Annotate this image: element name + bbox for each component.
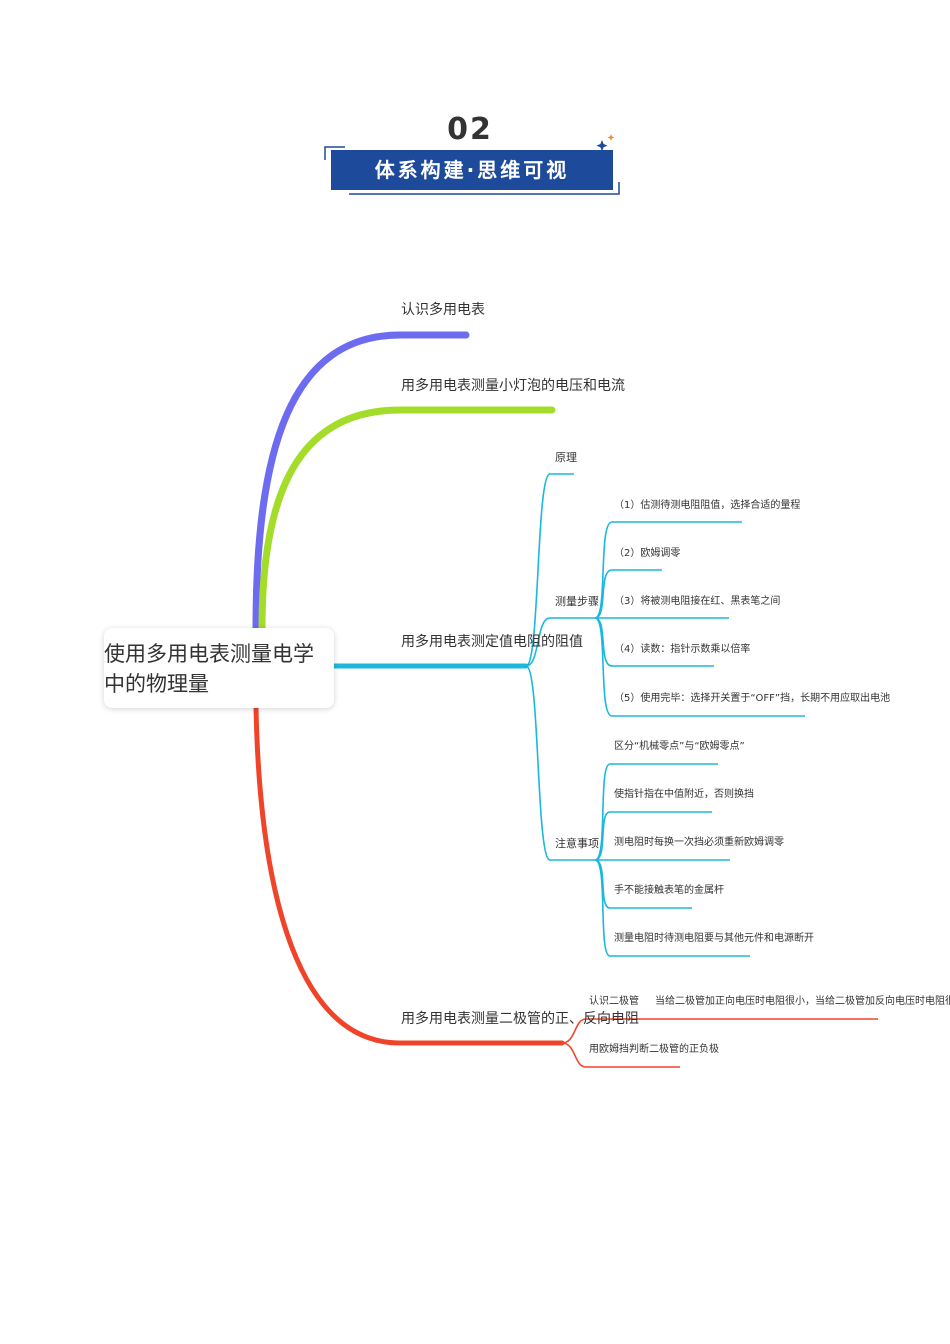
node-steps[interactable]: 测量步骤 xyxy=(555,595,599,608)
branch-line-2 xyxy=(258,406,556,632)
node-recognize-diode[interactable]: 认识二极管 xyxy=(589,996,639,1007)
note-item[interactable]: 测量电阻时待测电阻要与其他元件和电源断开 xyxy=(614,933,814,944)
node-judge-polarity[interactable]: 用欧姆挡判断二极管的正负极 xyxy=(589,1044,719,1055)
branch-measure-diode[interactable]: 用多用电表测量二极管的正、反向电阻 xyxy=(401,1011,639,1027)
section-title-banner: 体系构建·思维可视 xyxy=(331,150,613,190)
step-item[interactable]: （4）读数：指针示数乘以倍率 xyxy=(614,644,751,655)
step-item[interactable]: （1）估测待测电阻阻值，选择合适的量程 xyxy=(614,500,801,511)
node-notes[interactable]: 注意事项 xyxy=(555,837,599,850)
node-principle[interactable]: 原理 xyxy=(555,451,577,464)
central-topic[interactable]: 使用多用电表测量电学中的物理量 xyxy=(104,628,334,708)
branch-measure-bulb[interactable]: 用多用电表测量小灯泡的电压和电流 xyxy=(401,378,625,394)
red-sub-connectors xyxy=(561,1018,878,1068)
diode-property[interactable]: 当给二极管加正向电压时电阻很小，当给二极管加反向电压时电阻很大 xyxy=(655,996,950,1007)
branch-recognize-multimeter[interactable]: 认识多用电表 xyxy=(401,302,485,318)
note-item[interactable]: 测电阻时每换一次挡必须重新欧姆调零 xyxy=(614,837,784,848)
note-item[interactable]: 手不能接触表笔的金属杆 xyxy=(614,885,724,896)
step-item[interactable]: （3）将被测电阻接在红、黑表笔之间 xyxy=(614,596,781,607)
branch-line-4 xyxy=(253,705,565,1046)
note-item[interactable]: 使指针指在中值附近，否则换挡 xyxy=(614,789,754,800)
cyan-sub-connectors xyxy=(525,473,805,957)
note-item[interactable]: 区分“机械零点”与“欧姆零点” xyxy=(614,741,745,752)
branch-line-1 xyxy=(252,331,470,632)
step-item[interactable]: （2）欧姆调零 xyxy=(614,548,681,559)
section-number: 02 xyxy=(447,112,493,147)
sparkle-icon xyxy=(596,134,615,152)
branch-measure-resistor[interactable]: 用多用电表测定值电阻的阻值 xyxy=(401,634,583,650)
banner-decoration xyxy=(324,146,620,195)
step-item[interactable]: （5）使用完毕：选择开关置于“OFF”挡，长期不用应取出电池 xyxy=(614,693,891,704)
